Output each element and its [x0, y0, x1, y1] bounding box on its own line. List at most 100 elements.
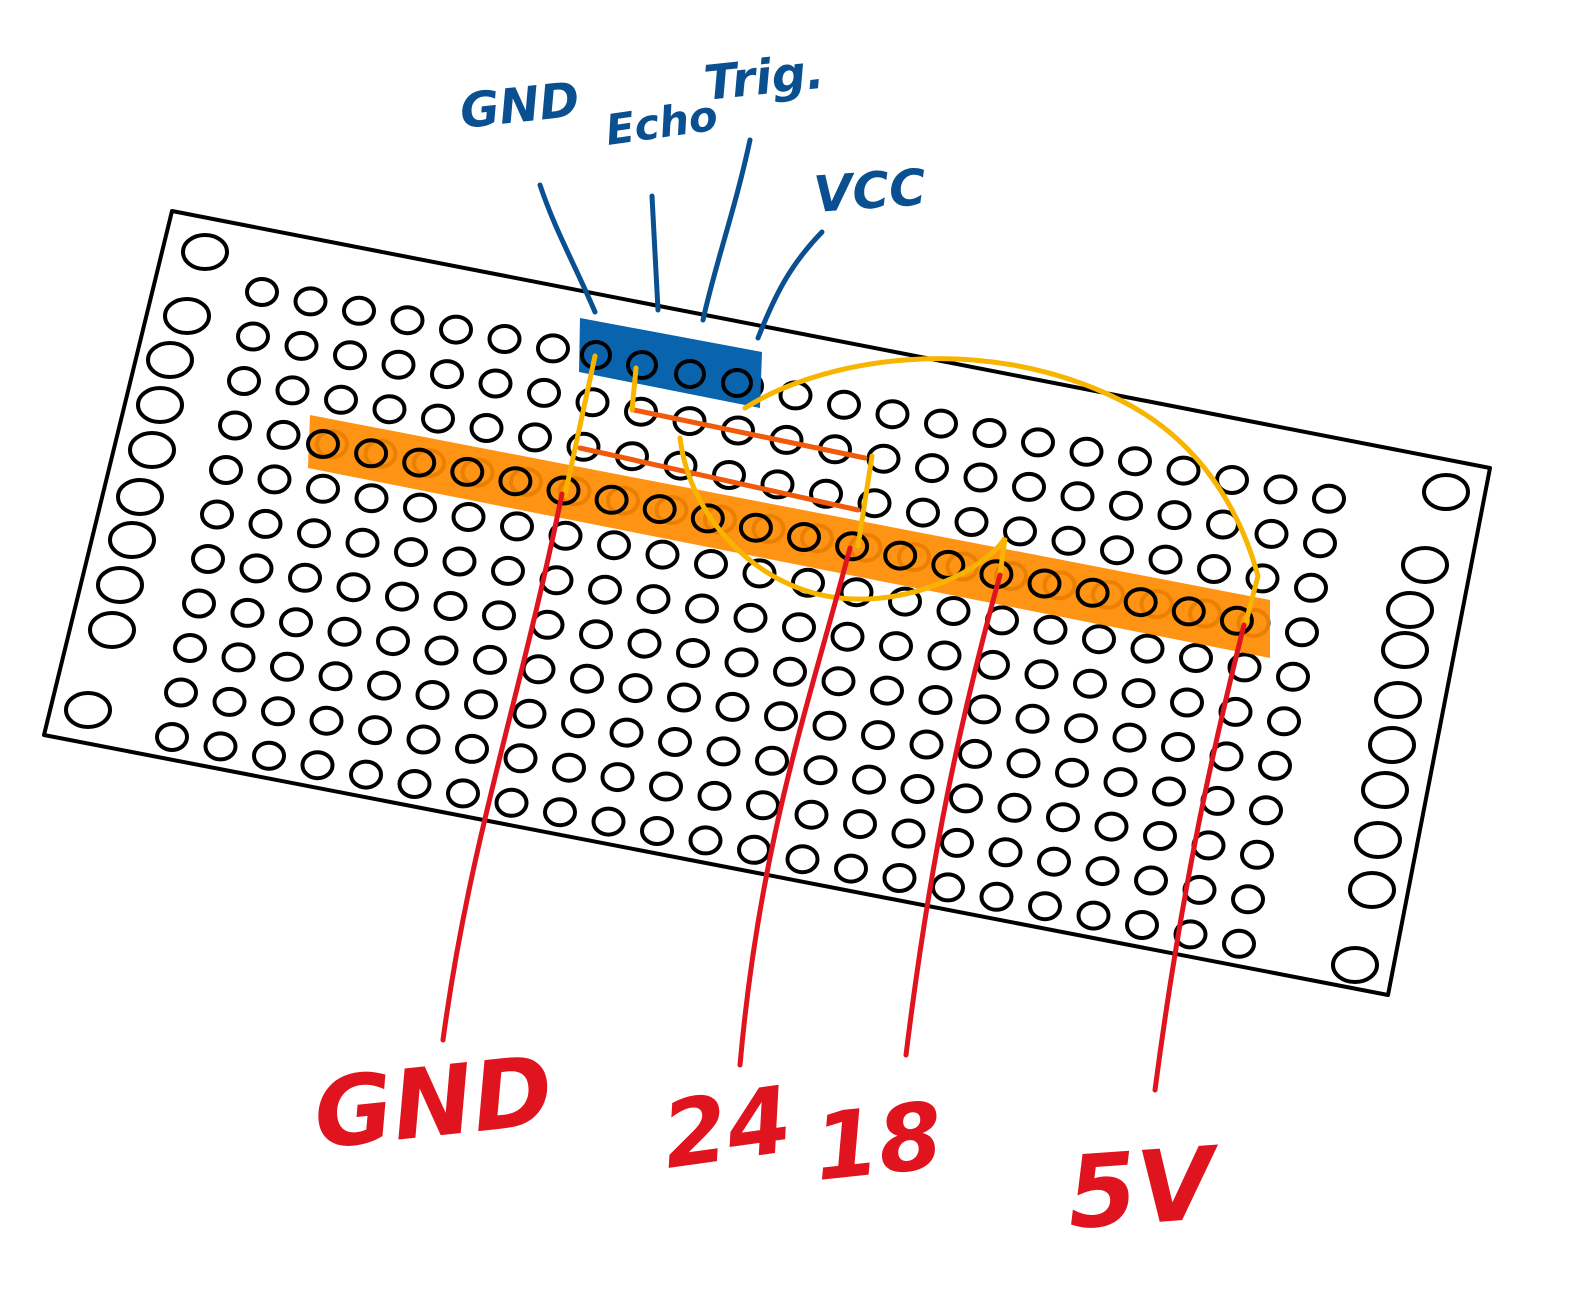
label-pi-gnd: GND	[309, 1035, 558, 1171]
jumper-vcc-arc	[742, 356, 1261, 625]
sensor-labels: GND Echo Trig. VCC	[457, 44, 928, 224]
hole	[372, 394, 407, 425]
hole	[997, 792, 1032, 823]
hole	[627, 628, 662, 659]
hole	[1118, 446, 1152, 477]
wire-18	[903, 572, 1003, 1058]
lead-gnd	[537, 182, 598, 315]
label-sensor-trig: Trig.	[701, 44, 826, 112]
hole	[640, 816, 674, 846]
hole	[949, 783, 983, 814]
hole	[1060, 481, 1095, 512]
hole	[764, 701, 798, 732]
hole	[579, 619, 613, 650]
hole	[521, 654, 556, 685]
hole	[1294, 572, 1328, 603]
hole	[200, 499, 234, 530]
hole	[821, 666, 856, 697]
hole	[1028, 891, 1062, 922]
hole	[358, 715, 392, 746]
hole	[221, 642, 256, 673]
hole	[173, 633, 207, 663]
hole	[239, 553, 274, 584]
hole	[403, 492, 437, 523]
hole	[803, 755, 838, 786]
hole	[245, 277, 279, 307]
hole	[209, 455, 243, 485]
edge-hole	[1331, 946, 1379, 984]
hole	[940, 827, 974, 858]
strip-hole	[1075, 577, 1110, 608]
strip-hole	[835, 531, 870, 562]
hole	[963, 462, 998, 493]
hole	[688, 825, 723, 856]
strip-hole	[1219, 605, 1254, 636]
hole	[827, 389, 861, 420]
strip-hole	[450, 456, 485, 487]
hole	[333, 340, 367, 371]
hole	[327, 616, 362, 647]
edge-hole	[96, 566, 144, 604]
hole	[1021, 427, 1055, 458]
strip-hole	[354, 438, 389, 469]
hole	[376, 626, 410, 657]
hole	[737, 834, 771, 865]
lead-vcc	[755, 229, 825, 341]
hole	[600, 762, 635, 793]
hole	[512, 698, 547, 729]
hole	[336, 572, 371, 603]
hole	[421, 403, 455, 434]
hole	[1085, 856, 1120, 887]
edge-hole	[64, 691, 112, 729]
hole	[543, 797, 577, 828]
hole	[293, 286, 328, 317]
hole	[954, 507, 989, 537]
hole	[354, 483, 389, 514]
hole	[1103, 767, 1138, 798]
hole	[1285, 617, 1319, 648]
hole	[918, 685, 953, 715]
hole	[785, 844, 820, 875]
jumper-echo	[629, 365, 639, 413]
hole	[724, 647, 759, 678]
hole	[297, 518, 331, 549]
hole	[1082, 624, 1116, 655]
hole	[1109, 490, 1143, 521]
edge-hole	[1386, 591, 1434, 629]
pi-labels: GND 24 18 5V	[309, 1035, 1225, 1252]
hole	[676, 638, 710, 668]
hole	[967, 694, 1001, 725]
hole	[870, 675, 904, 706]
hole	[261, 696, 295, 727]
hole	[527, 377, 561, 408]
hole	[487, 324, 522, 354]
edge-hole	[128, 431, 176, 469]
hole	[1051, 525, 1086, 556]
edge-hole	[1422, 473, 1470, 511]
hole	[227, 366, 261, 396]
hole	[270, 651, 304, 682]
resistors	[577, 407, 868, 513]
hole	[609, 717, 644, 748]
hole	[518, 422, 552, 453]
edge-hole	[1354, 821, 1402, 859]
wire-24	[737, 545, 853, 1068]
hole	[1130, 633, 1165, 664]
wire-gnd	[440, 491, 565, 1043]
hole	[500, 511, 534, 542]
hole	[548, 520, 583, 551]
hole	[1222, 928, 1256, 959]
label-pi-18: 18	[809, 1082, 948, 1202]
hole	[706, 736, 741, 767]
hole	[212, 686, 247, 717]
hole	[464, 689, 498, 720]
sensor-header	[579, 318, 762, 408]
strip-hole	[738, 512, 773, 543]
label-sensor-echo: Echo	[603, 91, 721, 155]
hole	[1148, 544, 1183, 575]
hole	[843, 809, 877, 840]
hole	[658, 727, 692, 757]
hole	[1024, 659, 1059, 690]
hole	[861, 720, 895, 751]
hole	[381, 349, 416, 380]
